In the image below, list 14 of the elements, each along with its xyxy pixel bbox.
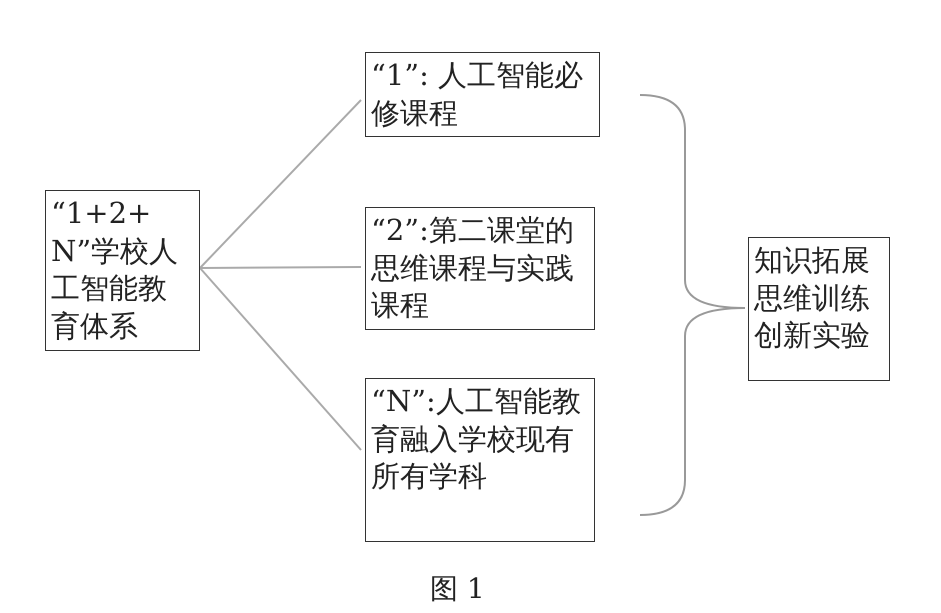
connector-line <box>199 99 362 269</box>
connector-line <box>199 267 362 451</box>
text-box <box>748 237 890 381</box>
text-box <box>365 378 595 542</box>
text-box <box>45 190 200 351</box>
node-text: “1”: 人工智能必修课程 <box>371 57 584 132</box>
figure-caption: 图 1 <box>430 571 485 607</box>
node-text: “1+2+N”学校人工智能教育体系 <box>51 195 180 346</box>
text-box <box>365 52 600 138</box>
node-text: “2”:第二课堂的思维课程与实践课程 <box>371 212 575 324</box>
connector-line <box>200 266 361 269</box>
node-text: “N”:人工智能教育融入学校现有所有学科 <box>371 383 582 496</box>
text-box <box>365 207 595 330</box>
node-text: 知识拓展思维训练创新实验 <box>754 242 871 354</box>
